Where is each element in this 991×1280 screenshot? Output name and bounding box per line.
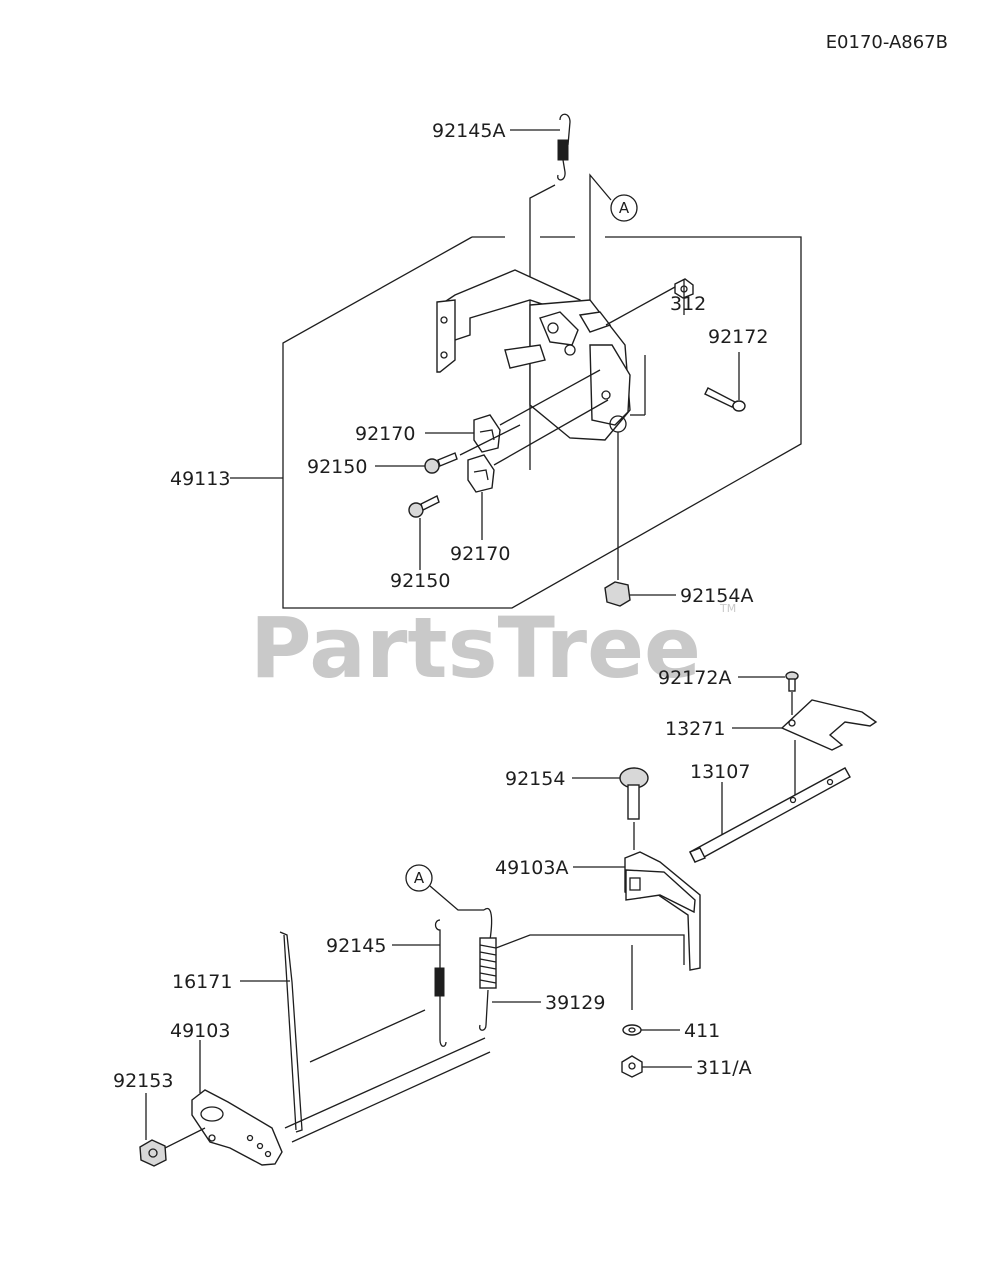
part-label-92172A[interactable]: 92172A <box>658 667 731 689</box>
callout-a-top <box>589 173 638 300</box>
callout-a-top-label: A <box>619 199 630 217</box>
lever-49103a <box>573 851 701 971</box>
part-label-92172[interactable]: 92172 <box>708 326 768 348</box>
lever-49103 <box>191 1009 491 1166</box>
bolt-92150-left <box>375 424 521 474</box>
bolt-92150-bottom <box>408 495 440 570</box>
plate-13271 <box>732 699 878 800</box>
part-label-39129[interactable]: 39129 <box>545 992 605 1014</box>
part-label-92153[interactable]: 92153 <box>113 1070 173 1092</box>
clip-92170-lower <box>467 399 609 540</box>
part-label-49103[interactable]: 49103 <box>170 1020 230 1042</box>
part-label-13271[interactable]: 13271 <box>665 718 725 740</box>
bolt-92154 <box>572 767 649 850</box>
bolt-92153 <box>139 1093 206 1167</box>
control-bracket-plate <box>436 269 646 441</box>
part-label-312[interactable]: 312 <box>670 293 706 315</box>
spring-39129 <box>479 907 685 1031</box>
part-label-16171[interactable]: 16171 <box>172 971 232 993</box>
part-label-311A[interactable]: 311/A <box>696 1057 752 1079</box>
part-label-411[interactable]: 411 <box>684 1020 720 1042</box>
watermark-text: PartsTree <box>250 599 701 697</box>
callout-a-bottom-label: A <box>414 869 425 887</box>
shaft-13107 <box>689 767 851 863</box>
part-label-49113[interactable]: 49113 <box>170 468 230 490</box>
part-label-92145A[interactable]: 92145A <box>432 120 505 142</box>
bolt-92154a <box>604 432 676 607</box>
part-label-92150-bottom[interactable]: 92150 <box>390 570 450 592</box>
rod-16171 <box>240 931 303 1133</box>
diagram-code: E0170-A867B <box>826 32 948 53</box>
nut-311a <box>621 1055 692 1078</box>
part-label-92154[interactable]: 92154 <box>505 768 565 790</box>
part-label-49103A[interactable]: 49103A <box>495 857 568 879</box>
assembly-bracket-box <box>230 236 802 609</box>
callout-a-bottom <box>405 864 484 911</box>
nut-312 <box>605 278 694 326</box>
clip-92170-upper <box>425 369 601 453</box>
screw-92172a <box>738 671 799 715</box>
part-label-92150-left[interactable]: 92150 <box>307 456 367 478</box>
part-label-92170-top[interactable]: 92170 <box>355 423 415 445</box>
watermark-trademark: TM <box>719 602 736 615</box>
part-label-92170-bottom[interactable]: 92170 <box>450 543 510 565</box>
washer-411 <box>622 945 680 1036</box>
part-label-13107[interactable]: 13107 <box>690 761 750 783</box>
part-label-92154A[interactable]: 92154A <box>680 585 753 607</box>
part-label-92145[interactable]: 92145 <box>326 935 386 957</box>
spring-92145 <box>392 919 447 1047</box>
bolt-92172 <box>704 352 746 412</box>
